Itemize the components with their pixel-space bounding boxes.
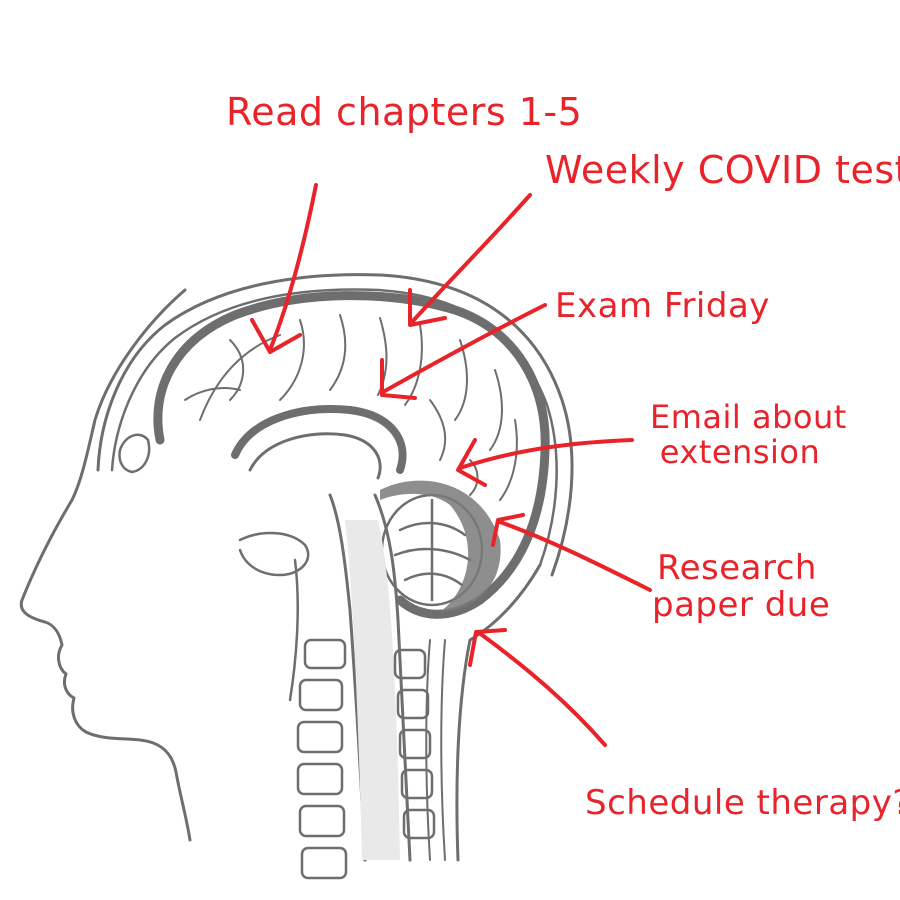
arrow-read-chapters bbox=[250, 183, 318, 354]
arrow-therapy bbox=[468, 628, 607, 747]
annotation-exam: Exam Friday bbox=[555, 286, 770, 326]
annotation-covid-test: Weekly COVID test bbox=[545, 148, 900, 192]
annotation-research-line2: paper due bbox=[652, 584, 831, 625]
annotation-research-line1: Research bbox=[657, 548, 817, 588]
annotation-email-line1: Email about bbox=[650, 398, 847, 436]
cerebellum-shadow bbox=[380, 480, 501, 612]
brainstem-back bbox=[373, 493, 412, 862]
annotation-research: Research paper due bbox=[652, 548, 831, 625]
arrow-covid-test bbox=[408, 193, 532, 327]
vertebrae bbox=[296, 638, 436, 880]
annotation-therapy: Schedule therapy?? bbox=[585, 783, 900, 823]
corpus-callosum-inner bbox=[248, 432, 382, 480]
arrow-exam bbox=[380, 303, 547, 400]
annotation-email-line2: extension bbox=[659, 432, 821, 471]
sinus-area bbox=[238, 531, 310, 577]
annotation-read-chapters: Read chapters 1-5 bbox=[226, 90, 583, 134]
corpus-callosum bbox=[231, 405, 407, 474]
annotation-email: Email about extension bbox=[650, 398, 847, 471]
brain-outline bbox=[153, 291, 550, 619]
annotation-arrows bbox=[250, 183, 652, 747]
skull-inner-outline bbox=[110, 288, 558, 567]
frontal-sinus bbox=[118, 433, 151, 474]
neck-muscle-lines bbox=[425, 639, 446, 861]
spinal-cord-fill bbox=[345, 520, 400, 860]
arrow-email bbox=[456, 438, 634, 487]
neck-back-line bbox=[455, 563, 542, 862]
throat-line bbox=[288, 558, 299, 702]
face-profile bbox=[19, 288, 192, 842]
arrow-research bbox=[491, 513, 652, 592]
